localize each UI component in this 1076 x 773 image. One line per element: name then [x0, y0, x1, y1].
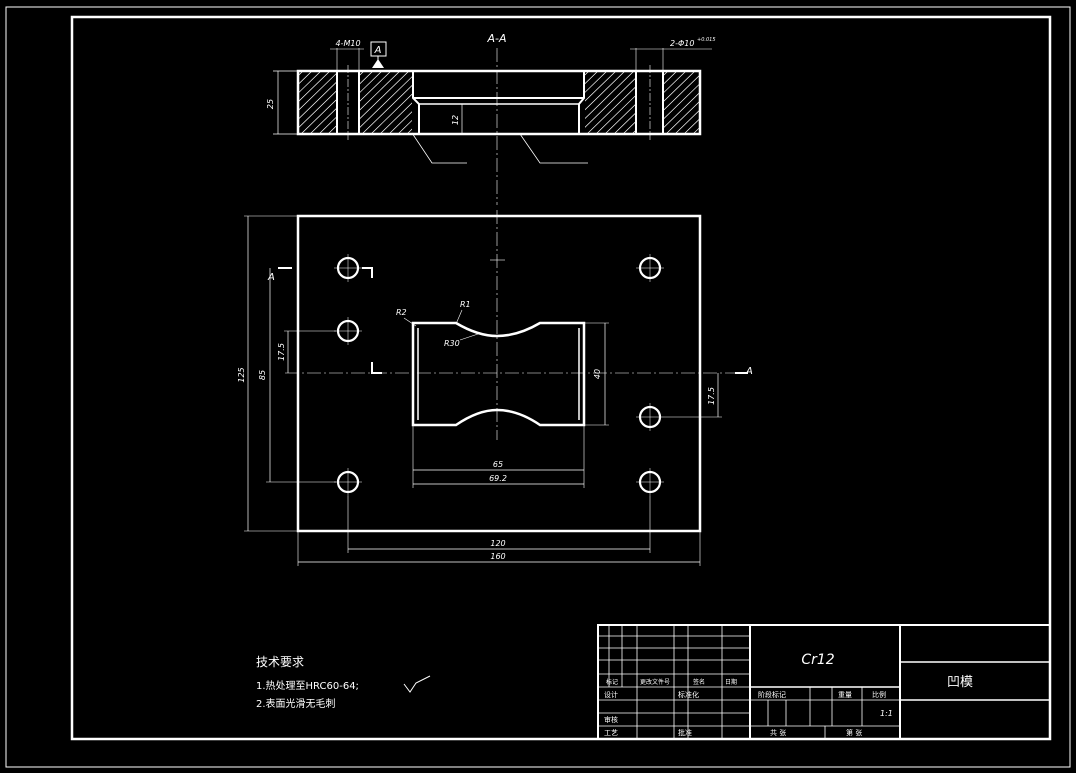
dim-right-offset: 17.5	[707, 387, 716, 405]
radius-r30: R30	[444, 339, 460, 348]
section-body	[296, 69, 702, 136]
scale-value: 1:1	[880, 709, 893, 718]
dim-height: 25	[266, 99, 275, 109]
dim-plate-w: 160	[490, 552, 505, 561]
section-pocket-left	[412, 71, 420, 134]
leader-left	[411, 132, 467, 164]
leader-right	[519, 133, 588, 164]
dim-depth: 12	[451, 115, 460, 125]
dim-vert-outer: 125	[237, 367, 246, 382]
section-title: A-A	[486, 32, 506, 45]
datum-label: A	[374, 45, 382, 56]
cut-mark-left: A	[267, 272, 275, 283]
title-block: 设计 更改文件号 签名 日期 标记 标准化 审核 工艺 批准 Cr12 阶段标记…	[597, 624, 1051, 740]
label-stage: 阶段标记	[758, 690, 786, 699]
part-name: 凹模	[947, 675, 973, 690]
label-sheet-no: 第 张	[846, 728, 862, 737]
dim-cavity-w: 65	[493, 460, 503, 469]
label-zone: 更改文件号	[640, 678, 670, 686]
label-date: 日期	[725, 678, 737, 686]
radius-r2: R2	[396, 308, 407, 317]
outer-border	[5, 6, 1071, 768]
dim-holes-w: 120	[490, 539, 505, 548]
roughness-symbol	[403, 675, 431, 693]
cut-mark-right: A	[745, 366, 753, 377]
section-pocket-right	[578, 71, 585, 134]
plan-view: A A R2 R1 R30 125 85 17.5 40 17.5 65 69.…	[237, 210, 753, 566]
dim-holes-right: 2-Φ10	[670, 39, 694, 48]
label-ratio: 比例	[872, 690, 886, 699]
label-design: 设计	[604, 690, 618, 699]
technical-notes: 技术要求 1.热处理至HRC60-64; 2.表面光滑无毛刺	[256, 655, 431, 710]
dim-holes-right-tol: +0.015	[697, 37, 716, 43]
label-sign: 签名	[693, 678, 705, 686]
label-approve: 批准	[678, 728, 692, 737]
notes-line1: 1.热处理至HRC60-64;	[256, 679, 359, 692]
dim-vert-offset: 17.5	[277, 343, 286, 361]
notes-heading: 技术要求	[256, 655, 304, 669]
inner-frame	[70, 15, 1052, 741]
section-hatching	[299, 72, 699, 133]
dim-cavity-w2: 69.2	[489, 474, 507, 483]
dim-holes-left: 4-M10	[335, 39, 360, 48]
material: Cr12	[801, 652, 834, 668]
plate-outline	[296, 214, 702, 533]
label-weight: 重量	[838, 691, 852, 699]
label-sheets-total: 共 张	[770, 728, 786, 737]
label-marker: 标记	[606, 678, 618, 686]
die-cavity	[411, 321, 586, 427]
label-review: 审核	[604, 715, 618, 724]
dim-vert-holes: 85	[258, 370, 267, 380]
datum-triangle	[372, 59, 384, 68]
notes-line2: 2.表面光滑无毛刺	[256, 697, 336, 710]
label-standard: 标准化	[678, 690, 699, 699]
dim-cavity-h: 40	[593, 369, 602, 379]
bolt-holes	[334, 254, 664, 496]
section-view: A-A 25	[266, 32, 716, 205]
radius-r1: R1	[460, 300, 471, 309]
label-process: 工艺	[604, 729, 618, 737]
